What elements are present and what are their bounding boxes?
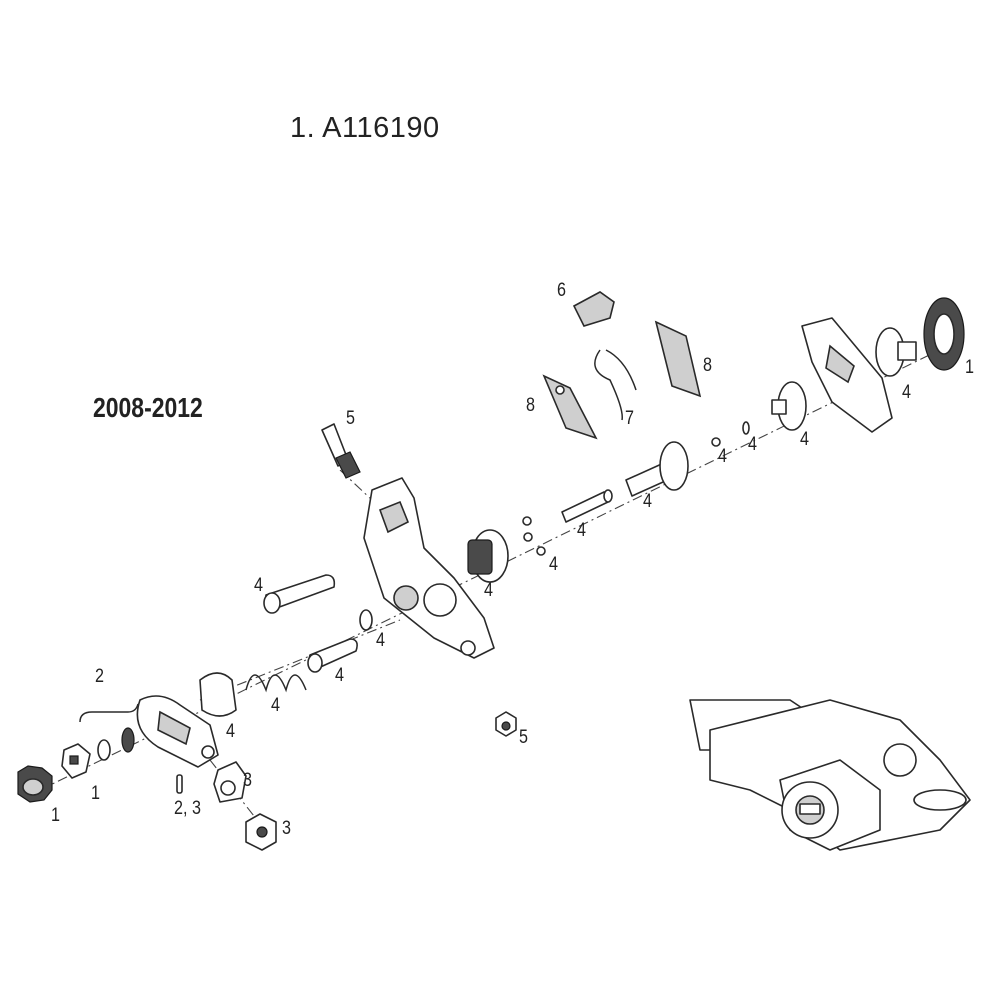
callout-4-washer: 4 (376, 630, 385, 651)
ball-bearing-4 (711, 437, 721, 447)
callout-8-pad-front: 8 (526, 395, 535, 416)
callout-4-cap: 4 (800, 429, 809, 450)
callout-4-shaft: 4 (577, 520, 586, 541)
callout-1-knob-right: 1 (965, 357, 974, 378)
washer-small (97, 739, 111, 761)
callout-4-cup: 4 (226, 721, 235, 742)
callout-7-spring: 7 (625, 408, 634, 429)
brake-pad-rear (654, 320, 702, 398)
callout-4-disc: 4 (902, 382, 911, 403)
callout-1-knob-left: 1 (51, 805, 60, 826)
callout-3-bracket: 3 (243, 770, 252, 791)
callout-2-arm-group: 2 (95, 666, 104, 687)
caliper-bolt-lower (307, 638, 358, 673)
callout-4-thread: 4 (484, 580, 493, 601)
callout-4-lower-bolt: 4 (335, 665, 344, 686)
pivot-pin (176, 774, 183, 794)
hose-fitting (321, 423, 361, 479)
ball-bearing-3 (536, 546, 546, 556)
bolt-washer (359, 609, 373, 631)
actuator-shaft (561, 489, 613, 523)
return-spring (245, 674, 307, 693)
caliper-body (363, 477, 495, 659)
part-reference-title: 1. A116190 (290, 112, 440, 144)
callout-1-insert: 1 (91, 783, 100, 804)
bleed-screw (495, 711, 517, 737)
callout-4-ball: 4 (718, 446, 727, 467)
callout-5-bleed: 5 (519, 727, 528, 748)
outer-housing (801, 317, 893, 433)
callout-4-o-ring: 4 (748, 434, 757, 455)
callout-4-spring: 4 (271, 695, 280, 716)
model-years-label: 2008-2012 (93, 392, 203, 423)
callout-4-piston: 4 (643, 491, 652, 512)
callout-2-3-pin: 2, 3 (174, 798, 201, 819)
detent-spring-washer (121, 727, 135, 753)
callout-8-pad-rear: 8 (703, 355, 712, 376)
callout-4-balls: 4 (549, 554, 558, 575)
callout-6-retainer: 6 (557, 280, 566, 301)
cap-disc (875, 327, 917, 377)
caliper-arm (136, 695, 219, 768)
pad-retainer (572, 291, 615, 327)
adjuster-knob-left (17, 765, 53, 803)
piston-cap (771, 381, 807, 431)
callout-5-fitting: 5 (346, 408, 355, 429)
callout-4-upper-bolt: 4 (254, 575, 263, 596)
knob-insert (61, 743, 91, 779)
mounting-bolt (245, 813, 277, 851)
return-spring-cup (199, 672, 237, 717)
assembled-caliper-view (689, 699, 971, 851)
piston-assembly (625, 441, 689, 497)
actuator-thread (467, 529, 509, 583)
adjuster-knob-right (923, 297, 965, 371)
brake-pad-front (542, 374, 598, 440)
pad-spring (594, 349, 637, 421)
cable-bracket (213, 761, 247, 803)
callout-3-bolt: 3 (282, 818, 291, 839)
o-ring (742, 421, 750, 435)
ball-bearing-1 (522, 516, 532, 526)
ball-bearing-2 (523, 532, 533, 542)
caliper-bolt-upper (263, 574, 336, 614)
